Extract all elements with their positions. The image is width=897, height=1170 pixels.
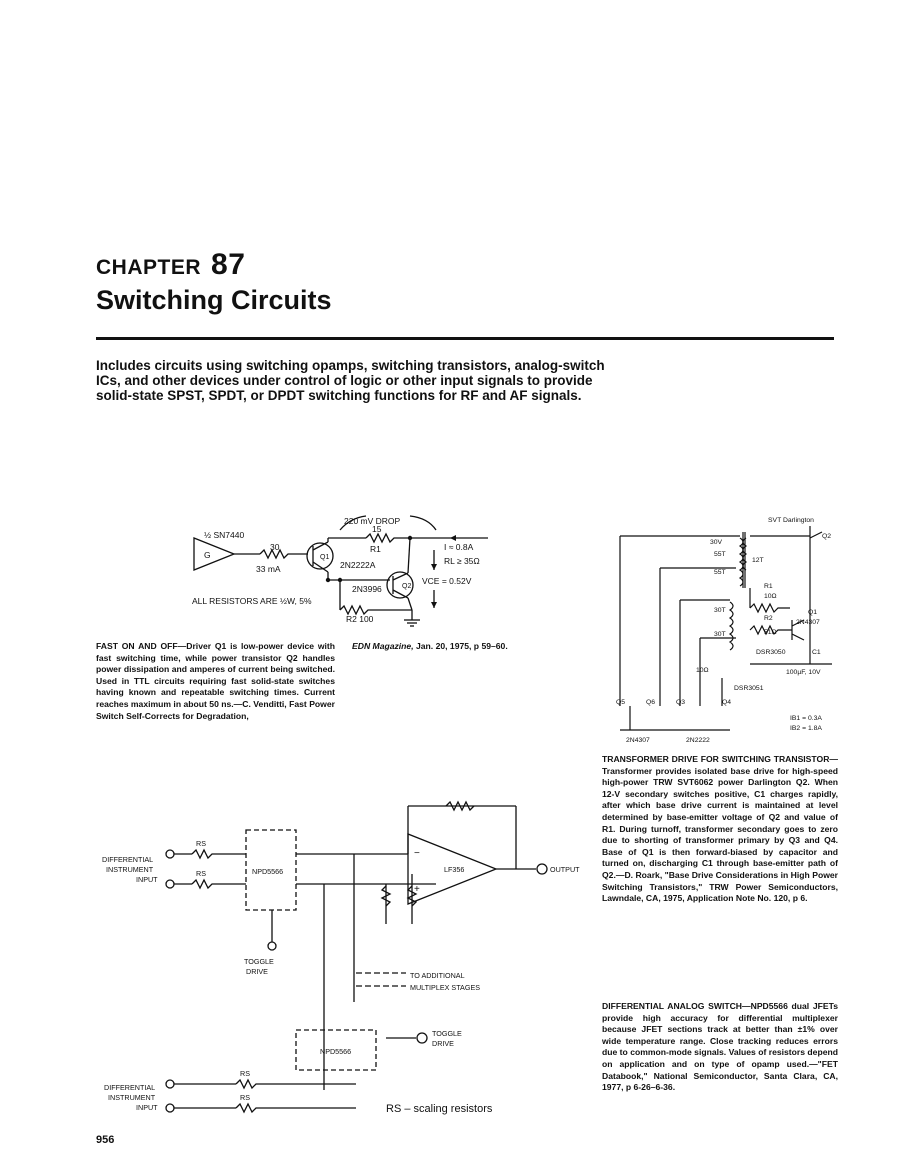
r2-label: R2 100: [346, 614, 374, 624]
caption-transformer-drive: TRANSFORMER DRIVE FOR SWITCHING TRANSIST…: [602, 754, 838, 904]
rs-label-2: RS: [196, 869, 206, 878]
label-30v: 30V: [710, 539, 723, 546]
toggle-2a: TOGGLE: [432, 1029, 462, 1038]
q1-part: 2N4307: [796, 619, 820, 626]
t55b: 55T: [714, 569, 726, 576]
r-in: 30: [270, 542, 280, 552]
figure-analog-switch: RS RS DIFFERENTIAL INSTRUMENT INPUT NPD5…: [102, 800, 580, 1115]
r2-label: R2: [764, 615, 773, 622]
q2-part: 2N3996: [352, 584, 382, 594]
caption-analog-switch: DIFFERENTIAL ANALOG SWITCH—NPD5566 dual …: [602, 1001, 838, 1093]
figure-fast-switch: ½ SN7440 G 30 33 mA 220 mV DROP 15 R1 Q1…: [192, 515, 488, 627]
multiplex-label: MULTIPLEX STAGES: [410, 983, 480, 992]
r2-value: 51Ω: [764, 629, 777, 636]
q1-part: 2N2222A: [340, 560, 376, 570]
current-in: 33 mA: [256, 564, 281, 574]
chapter-number: 87: [211, 248, 246, 281]
to-additional-label: TO ADDITIONAL: [410, 971, 465, 980]
diff-input-1c: INPUT: [136, 875, 158, 884]
part-2n4307: 2N4307: [626, 737, 650, 744]
diff-input-2c: INPUT: [136, 1103, 158, 1112]
c1-label: C1: [812, 649, 821, 656]
rs-label-1: RS: [196, 839, 206, 848]
q2-label: Q2: [822, 533, 831, 540]
q6-label: Q6: [646, 699, 655, 706]
npd-label-2: NPD5566: [320, 1047, 351, 1056]
rs-label-4: RS: [240, 1093, 250, 1102]
title-rule: [96, 337, 834, 340]
q1-label: Q1: [320, 554, 329, 561]
diff-input-2b: INSTRUMENT: [108, 1093, 156, 1102]
gate-label: ½ SN7440: [204, 530, 244, 540]
svt-label: SVT Darlington: [768, 517, 814, 524]
r1-label: R1: [764, 583, 773, 590]
r10-label: 10Ω: [696, 667, 709, 674]
page-number: 956: [96, 1134, 115, 1146]
q5-label: Q5: [616, 699, 625, 706]
toggle-1a: TOGGLE: [244, 957, 274, 966]
load-label: RL ≥ 35Ω: [444, 556, 480, 566]
rs-label-3: RS: [240, 1069, 250, 1078]
q3-label: Q3: [676, 699, 685, 706]
toggle-1b: DRIVE: [246, 967, 268, 976]
part-2n2222: 2N2222: [686, 737, 710, 744]
dsr3050-label: DSR3050: [756, 649, 786, 656]
caption-fast-switch-b: EDN Magazine, Jan. 20, 1975, p 59–60.: [352, 641, 508, 651]
plus-label: +: [414, 884, 420, 895]
lf356-label: LF356: [444, 865, 464, 874]
toggle-2b: DRIVE: [432, 1039, 454, 1048]
resistor-note: ALL RESISTORS ARE ½W, 5%: [192, 596, 312, 606]
r1-value: 10Ω: [764, 593, 777, 600]
q1-label: Q1: [808, 609, 817, 616]
ib2-label: IB2 = 1.8A: [790, 725, 822, 732]
rs-note: RS – scaling resistors: [386, 1103, 493, 1115]
chapter-intro: Includes circuits using switching opamps…: [96, 358, 605, 403]
vce-label: VCE = 0.52V: [422, 576, 472, 586]
minus-label: −: [414, 848, 420, 859]
q4-label: Q4: [722, 699, 731, 706]
chapter-title: Switching Circuits: [96, 285, 332, 315]
output-label: OUTPUT: [550, 865, 580, 874]
npd-label-1: NPD5566: [252, 867, 283, 876]
c1-value: 100µF, 10V: [786, 669, 821, 676]
drop-label: 220 mV DROP: [344, 516, 401, 526]
ib1-label: IB1 = 0.3A: [790, 715, 822, 722]
diff-input-1a: DIFFERENTIAL: [102, 855, 153, 864]
t12: 12T: [752, 557, 764, 564]
t30a: 30T: [714, 607, 726, 614]
t55a: 55T: [714, 551, 726, 558]
current-label: I ≈ 0.8A: [444, 542, 474, 552]
r1-label: R1: [370, 544, 381, 554]
q2-label: Q2: [402, 583, 411, 590]
diff-input-1b: INSTRUMENT: [106, 865, 154, 874]
caption-fast-switch-a: FAST ON AND OFF—Driver Q1 is low-power d…: [96, 641, 336, 721]
t30b: 30T: [714, 631, 726, 638]
diff-input-2a: DIFFERENTIAL: [104, 1083, 155, 1092]
gate-symbol: G: [204, 550, 211, 560]
figure-transformer-drive: SVT Darlington Q2 30V 55T 55T 12T 30T 30…: [616, 517, 832, 744]
r1-value: 15: [372, 524, 382, 534]
dsr3051-label: DSR3051: [734, 685, 764, 692]
